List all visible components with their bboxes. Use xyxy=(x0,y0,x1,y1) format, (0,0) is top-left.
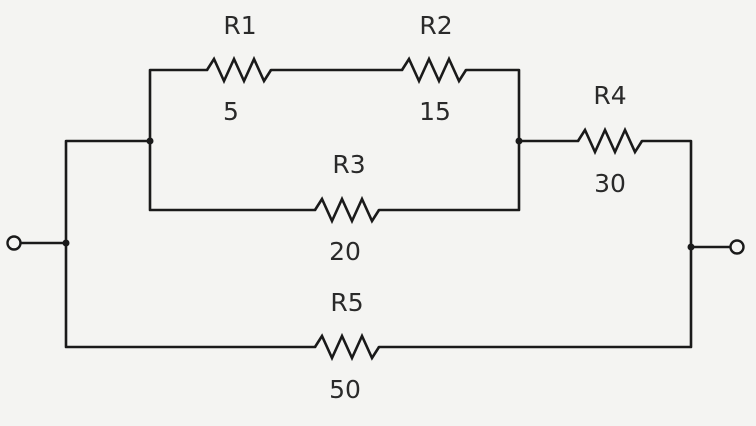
label-r3-value: 20 xyxy=(329,237,361,266)
junction-node-left xyxy=(146,137,154,145)
label-r1-value: 5 xyxy=(223,97,239,126)
wire-top-branch xyxy=(148,68,521,143)
resistors xyxy=(205,55,644,362)
label-r5-name: R5 xyxy=(330,288,363,317)
terminal-right xyxy=(729,239,745,255)
label-r3-name: R3 xyxy=(332,150,365,179)
resistor-r4 xyxy=(576,126,644,156)
wire-left-rail xyxy=(64,139,317,349)
terminals xyxy=(6,235,745,255)
junction-node-left-rail xyxy=(62,239,70,247)
wire-r4-branch xyxy=(517,139,693,249)
label-r4-value: 30 xyxy=(594,169,626,198)
resistor-r1 xyxy=(205,55,273,85)
junction-node-right-rail xyxy=(687,243,695,251)
label-r5-value: 50 xyxy=(329,375,361,404)
junction-node-right xyxy=(515,137,523,145)
label-r2-name: R2 xyxy=(419,11,452,40)
resistor-r5 xyxy=(313,332,381,362)
wire-bottom-branch xyxy=(377,245,693,349)
label-r4-name: R4 xyxy=(593,81,626,110)
labels: R1 5 R2 15 R3 20 R4 30 R5 50 xyxy=(223,11,627,404)
wire-r3-branch xyxy=(148,139,521,212)
resistor-r2 xyxy=(400,55,468,85)
terminal-left xyxy=(6,235,22,251)
label-r1-name: R1 xyxy=(223,11,256,40)
resistor-r3 xyxy=(313,195,381,225)
label-r2-value: 15 xyxy=(419,97,451,126)
junctions xyxy=(62,137,695,251)
wires xyxy=(18,68,732,349)
